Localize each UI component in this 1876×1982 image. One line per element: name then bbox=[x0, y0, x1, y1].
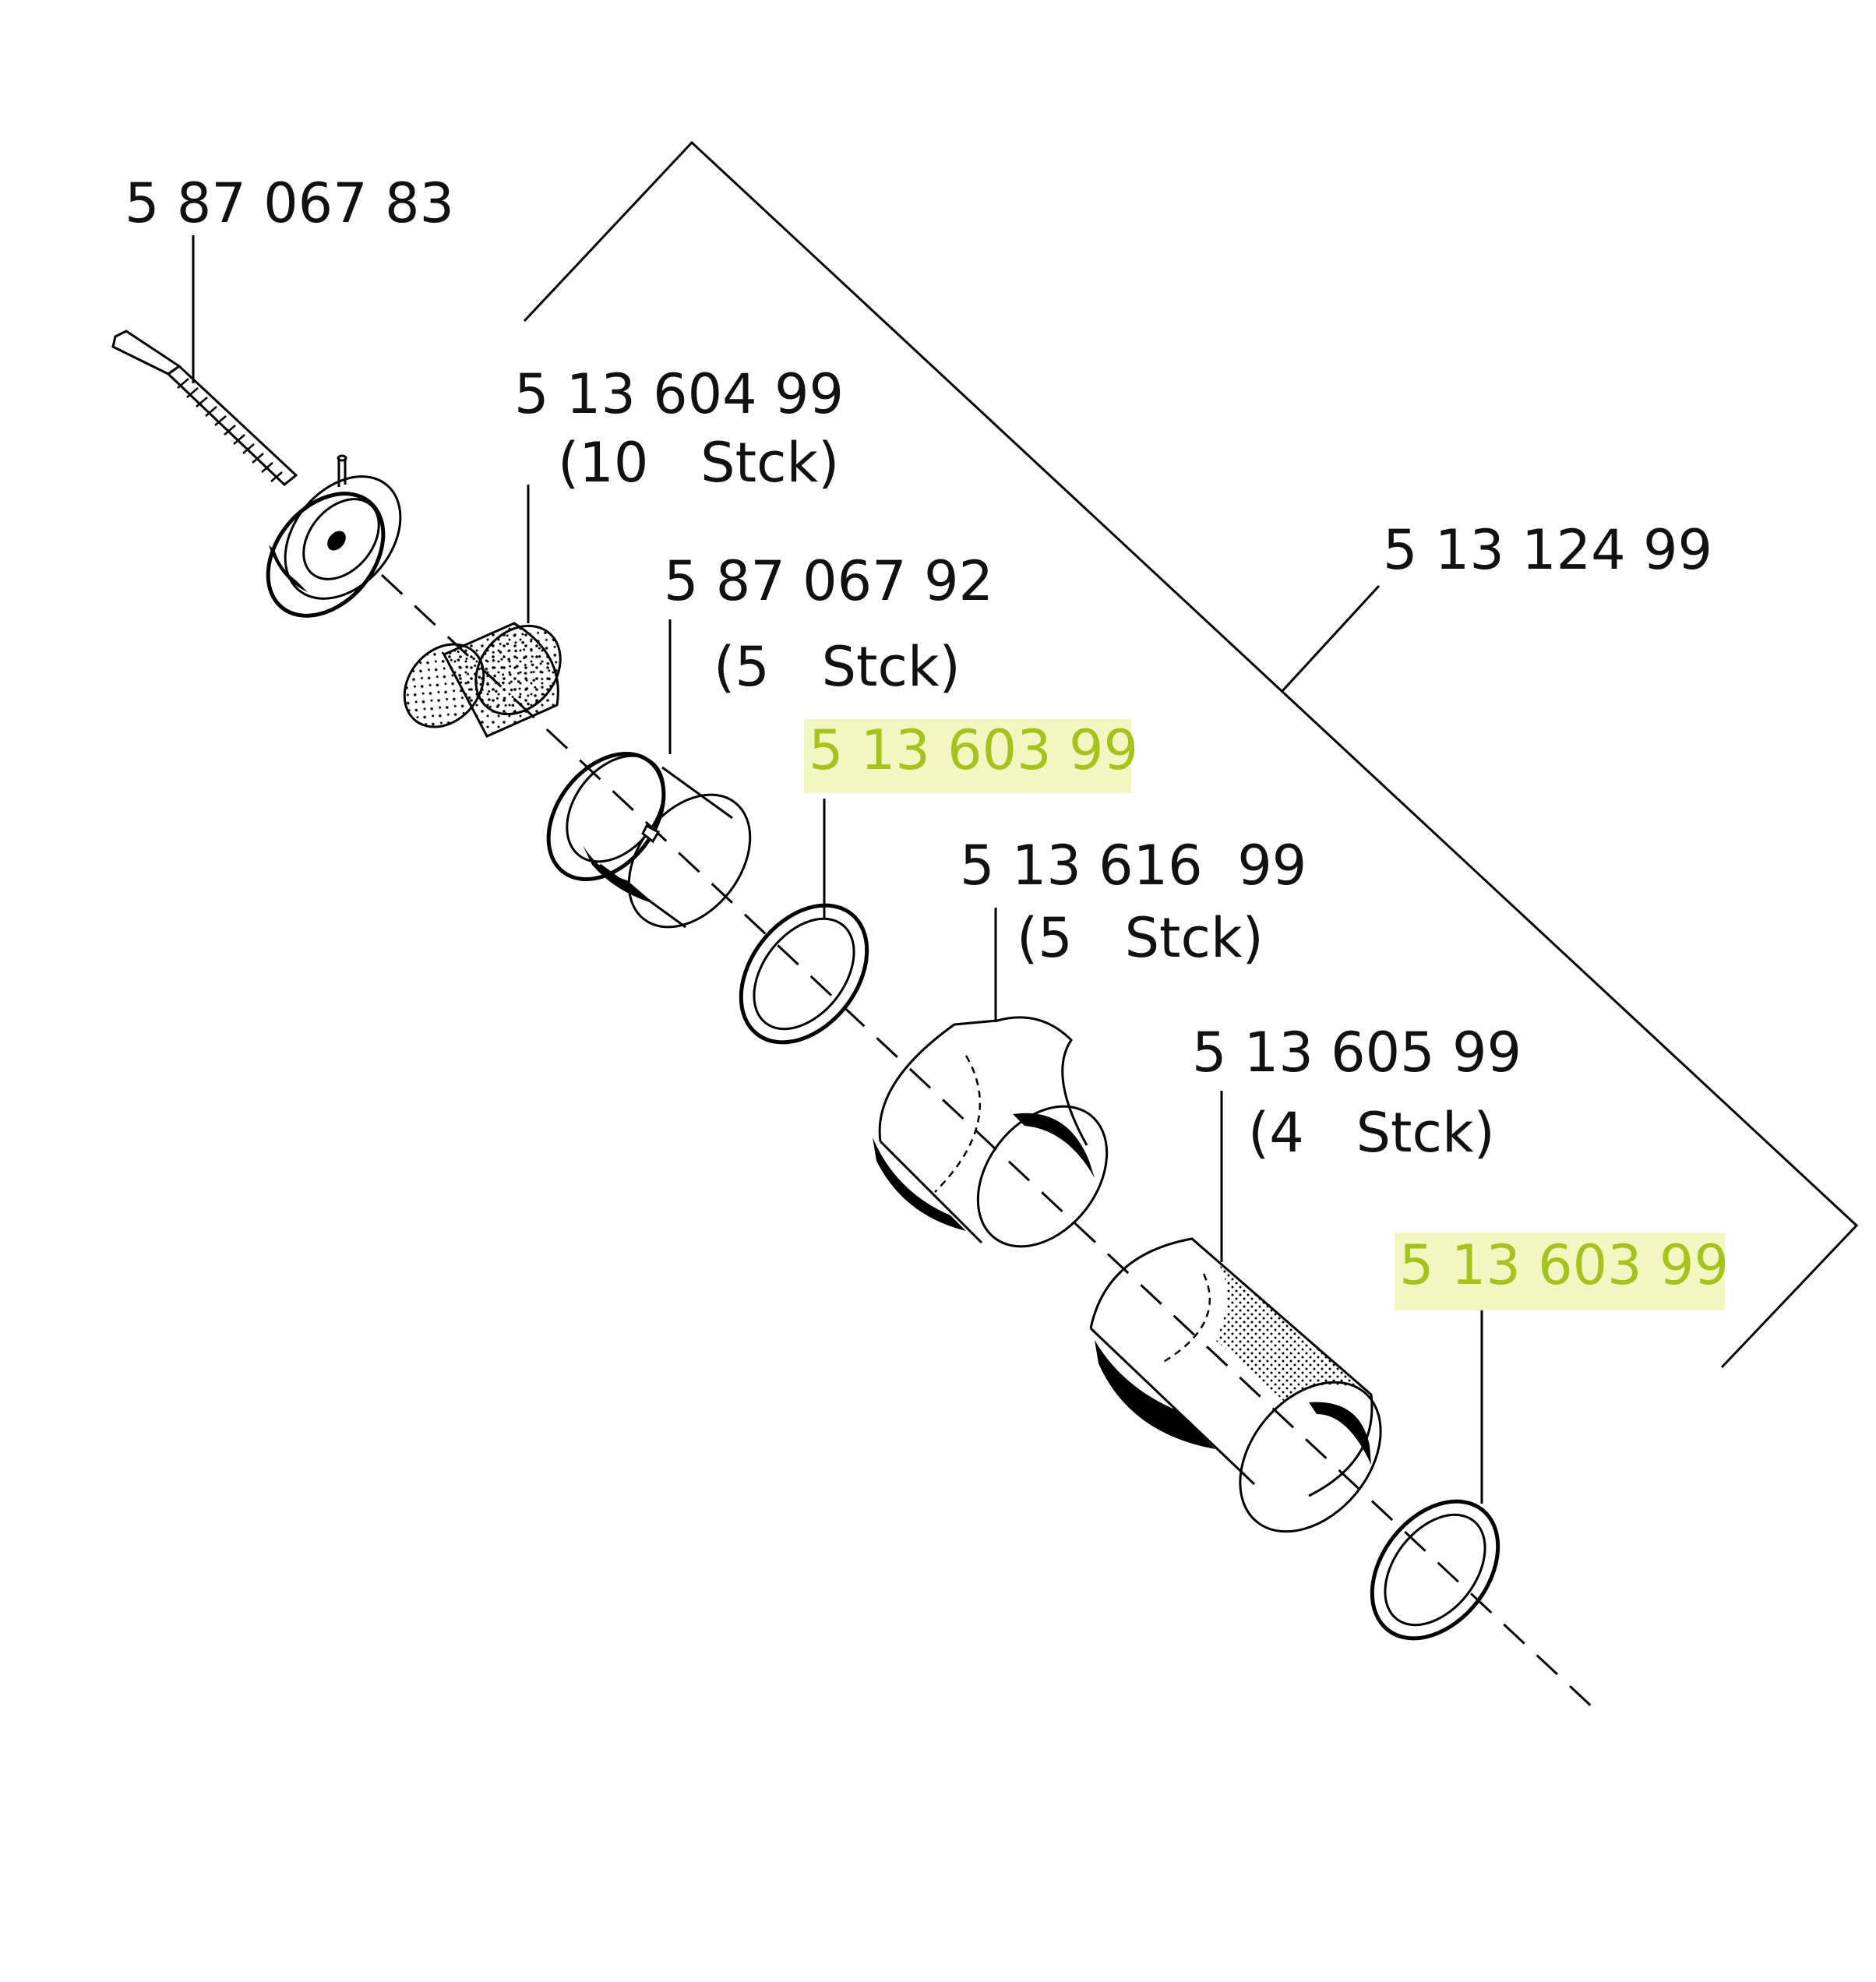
label-sleeve-part-number: 5 13 616 99 bbox=[960, 834, 1306, 898]
mesh-tube-part bbox=[1089, 1237, 1382, 1533]
leader-lines bbox=[192, 235, 1483, 1504]
center-axis bbox=[380, 573, 1597, 1712]
filter-disc-part bbox=[403, 622, 562, 738]
label-cap-quantity: (5 Stck) bbox=[714, 635, 961, 699]
label-nozzle-part-number: 5 87 067 83 bbox=[125, 171, 454, 235]
sleeve-part bbox=[873, 1016, 1109, 1248]
nozzle-screw-part bbox=[111, 330, 402, 618]
label-filter-quantity: (10 Stck) bbox=[558, 431, 839, 495]
assembly-bracket bbox=[523, 140, 1859, 1369]
label-assembly-part-number: 5 13 124 99 bbox=[1383, 518, 1712, 582]
o-ring-lower bbox=[1370, 1499, 1500, 1641]
label-ring-upper-part-number: 5 13 603 99 bbox=[809, 718, 1138, 782]
label-filter-part-number: 5 13 604 99 bbox=[514, 362, 844, 426]
label-tube-part-number: 5 13 605 99 bbox=[1192, 1021, 1522, 1084]
label-cap-part-number: 5 87 067 92 bbox=[664, 549, 993, 613]
cap-cup-part bbox=[546, 751, 752, 929]
o-ring-upper bbox=[739, 903, 869, 1045]
label-ring-lower-part-number: 5 13 603 99 bbox=[1399, 1233, 1729, 1297]
highlight-ring-lower bbox=[1395, 1233, 1725, 1310]
highlight-ring-upper bbox=[804, 719, 1131, 793]
part-labels: 5 87 067 83 5 13 124 99 5 13 604 99 (10 … bbox=[125, 171, 1729, 1310]
label-tube-quantity: (4 Stck) bbox=[1248, 1101, 1495, 1165]
label-sleeve-quantity: (5 Stck) bbox=[1017, 906, 1264, 970]
